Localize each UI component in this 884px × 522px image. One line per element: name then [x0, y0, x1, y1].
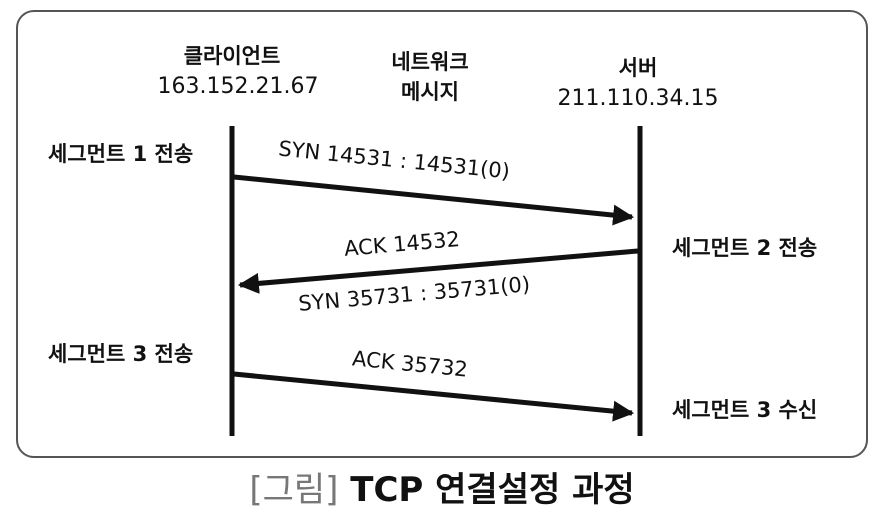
- client-title: 클라이언트: [183, 44, 281, 68]
- network-title-line1: 네트워크: [391, 50, 469, 74]
- segment-3-receive-label: 세그먼트 3 수신: [672, 398, 818, 422]
- caption-title: TCP 연결설정 과정: [350, 470, 635, 510]
- segment-2-send-label: 세그먼트 2 전송: [672, 236, 818, 260]
- arrow-segment-1: [233, 174, 635, 226]
- server-title: 서버: [618, 56, 658, 80]
- diagram-frame: [16, 10, 868, 458]
- server-ip: 211.110.34.15: [557, 86, 719, 111]
- client-ip: 163.152.21.67: [157, 74, 319, 99]
- segment-1-send-label: 세그먼트 1 전송: [48, 142, 194, 166]
- arrow-segment-2: [237, 248, 639, 294]
- arrow-segment-3: [233, 371, 635, 422]
- network-title-line2: 메시지: [401, 80, 459, 104]
- figure-caption: [그림] TCP 연결설정 과정: [0, 470, 884, 511]
- caption-bracket-label: [그림]: [249, 470, 339, 510]
- segment-3-send-label: 세그먼트 3 전송: [48, 342, 194, 366]
